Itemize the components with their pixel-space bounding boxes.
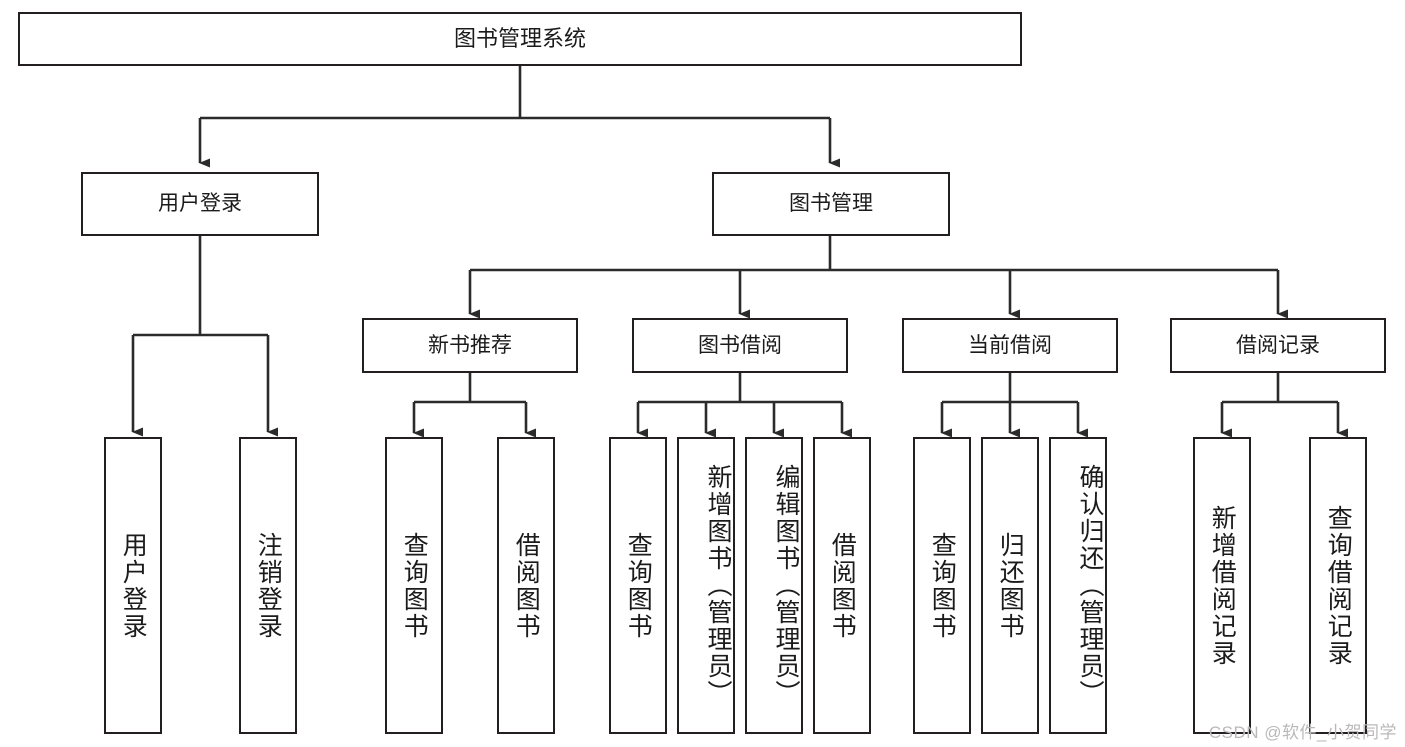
leaf-query-book-3[interactable]: 查询图书 xyxy=(913,437,971,734)
leaf-borrow-book-2-label: 借阅图书 xyxy=(828,531,857,640)
leaf-confirm-return-admin[interactable]: 确认归还（管理员） xyxy=(1049,437,1107,734)
leaf-query-book-3-label: 查询图书 xyxy=(928,531,957,640)
node-current-borrow[interactable]: 当前借阅 xyxy=(902,318,1118,373)
leaf-query-book-1[interactable]: 查询图书 xyxy=(385,437,443,734)
leaf-logout-login-label: 注销登录 xyxy=(254,531,283,640)
csdn-watermark: CSDN @软件_小贺同学 xyxy=(1208,723,1397,742)
edges-bookborrow-to-leaves xyxy=(636,373,852,438)
node-user-login[interactable]: 用户登录 xyxy=(81,172,319,236)
leaf-logout-login[interactable]: 注销登录 xyxy=(239,437,297,734)
node-book-borrow[interactable]: 图书借阅 xyxy=(632,318,848,373)
edges-borrowrecord-to-leaves xyxy=(1220,373,1348,438)
node-borrow-record[interactable]: 借阅记录 xyxy=(1170,318,1386,373)
leaf-borrow-book-2[interactable]: 借阅图书 xyxy=(813,437,871,734)
node-book-management[interactable]: 图书管理 xyxy=(712,172,950,236)
edges-root-to-level1 xyxy=(198,66,840,168)
leaf-edit-book-admin[interactable]: 编辑图书（管理员） xyxy=(745,437,803,734)
node-book-management-label: 图书管理 xyxy=(789,192,873,216)
node-new-book-recommend[interactable]: 新书推荐 xyxy=(362,318,578,373)
leaf-query-book-1-label: 查询图书 xyxy=(400,531,429,640)
leaf-user-login-label: 用户登录 xyxy=(119,531,148,640)
leaf-query-book-2[interactable]: 查询图书 xyxy=(609,437,667,734)
node-new-book-recommend-label: 新书推荐 xyxy=(428,333,512,357)
leaf-add-book-admin-label: 新增图书（管理员） xyxy=(704,464,732,707)
node-root-system[interactable]: 图书管理系统 xyxy=(18,12,1022,66)
leaf-add-borrow-record[interactable]: 新增借阅记录 xyxy=(1193,437,1251,734)
leaf-borrow-book-1[interactable]: 借阅图书 xyxy=(497,437,555,734)
edges-currentborrow-to-leaves xyxy=(940,373,1088,438)
leaf-return-book[interactable]: 归还图书 xyxy=(981,437,1039,734)
edges-userlogin-to-leaves xyxy=(131,236,278,437)
node-current-borrow-label: 当前借阅 xyxy=(968,333,1052,357)
node-root-system-label: 图书管理系统 xyxy=(453,25,586,51)
edges-newbook-to-leaves xyxy=(412,373,536,438)
leaf-query-book-2-label: 查询图书 xyxy=(624,531,653,640)
leaf-query-borrow-record[interactable]: 查询借阅记录 xyxy=(1309,437,1367,734)
node-book-borrow-label: 图书借阅 xyxy=(698,333,782,357)
leaf-add-borrow-record-label: 新增借阅记录 xyxy=(1208,504,1237,667)
leaf-add-book-admin[interactable]: 新增图书（管理员） xyxy=(677,437,735,734)
leaf-query-borrow-record-label: 查询借阅记录 xyxy=(1324,504,1353,667)
node-user-login-label: 用户登录 xyxy=(158,192,242,216)
leaf-return-book-label: 归还图书 xyxy=(996,531,1025,640)
leaf-borrow-book-1-label: 借阅图书 xyxy=(512,531,541,640)
leaf-confirm-return-admin-label: 确认归还（管理员） xyxy=(1076,464,1104,707)
leaf-edit-book-admin-label: 编辑图书（管理员） xyxy=(772,464,800,707)
node-borrow-record-label: 借阅记录 xyxy=(1236,333,1320,357)
leaf-user-login[interactable]: 用户登录 xyxy=(104,437,162,734)
edges-bookmgmt-to-level2 xyxy=(468,236,1288,319)
